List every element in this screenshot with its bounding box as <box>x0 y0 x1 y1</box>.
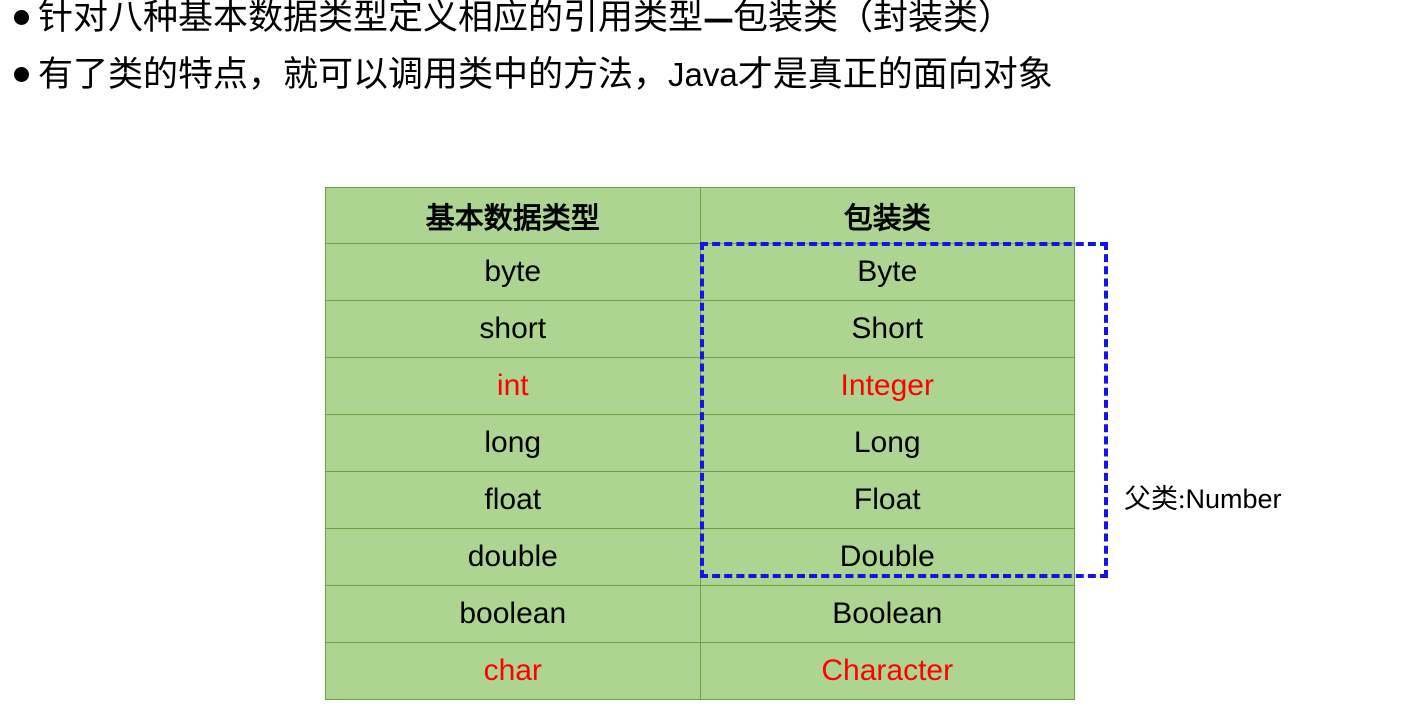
table-row: float Float <box>325 471 1075 529</box>
table-row: short Short <box>325 300 1075 358</box>
table-row: byte Byte <box>325 243 1075 301</box>
cell-primitive: char <box>325 642 701 700</box>
table-header-row: 基本数据类型 包装类 <box>325 187 1075 244</box>
bullet-item-2: 有了类的特点，就可以调用类中的方法，Java才是真正的面向对象 <box>0 57 1424 114</box>
table-row: double Double <box>325 528 1075 586</box>
cell-wrapper: Float <box>699 471 1075 529</box>
column-header-wrapper: 包装类 <box>699 187 1075 244</box>
em-dash-glyph: — <box>703 1 734 37</box>
bullet-dot-icon <box>14 10 29 25</box>
table-row: long Long <box>325 414 1075 472</box>
primitive-wrapper-table: 基本数据类型 包装类 byte Byte short Short int Int… <box>325 187 1075 700</box>
bullet-1-pre: 针对八种基本数据类型定义相应的引用类型 <box>38 0 704 37</box>
cell-primitive: byte <box>325 243 701 301</box>
parent-class-label: 父类: <box>1124 484 1186 514</box>
cell-wrapper: Character <box>699 642 1075 700</box>
cell-wrapper: Byte <box>699 243 1075 301</box>
cell-primitive: short <box>325 300 701 358</box>
table-row: char Character <box>325 642 1075 700</box>
parent-class-annotation: 父类:Number <box>1124 486 1282 513</box>
cell-wrapper: Boolean <box>699 585 1075 643</box>
bullet-item-1: 针对八种基本数据类型定义相应的引用类型—包装类（封装类） <box>0 0 1424 57</box>
column-header-primitive: 基本数据类型 <box>325 187 701 244</box>
cell-wrapper: Long <box>699 414 1075 472</box>
bullet-dot-icon <box>14 67 29 82</box>
bullet-2-latin: Java <box>668 56 738 93</box>
bullet-item-1-text: 针对八种基本数据类型定义相应的引用类型—包装类（封装类） <box>38 0 1013 35</box>
cell-wrapper: Integer <box>699 357 1075 415</box>
bullet-list: 针对八种基本数据类型定义相应的引用类型—包装类（封装类） 有了类的特点，就可以调… <box>0 0 1424 114</box>
cell-primitive: int <box>325 357 701 415</box>
bullet-1-post: 包装类（封装类） <box>733 0 1014 37</box>
cell-primitive: double <box>325 528 701 586</box>
table-row: boolean Boolean <box>325 585 1075 643</box>
bullet-2-pre: 有了类的特点，就可以调用类中的方法， <box>38 55 669 94</box>
cell-wrapper: Double <box>699 528 1075 586</box>
parent-class-value: Number <box>1185 484 1282 514</box>
bullet-item-2-text: 有了类的特点，就可以调用类中的方法，Java才是真正的面向对象 <box>38 57 1053 92</box>
cell-primitive: boolean <box>325 585 701 643</box>
cell-primitive: float <box>325 471 701 529</box>
cell-primitive: long <box>325 414 701 472</box>
bullet-2-post: 才是真正的面向对象 <box>737 55 1053 94</box>
cell-wrapper: Short <box>699 300 1075 358</box>
primitive-wrapper-table-container: 基本数据类型 包装类 byte Byte short Short int Int… <box>325 187 1075 700</box>
table-row: int Integer <box>325 357 1075 415</box>
